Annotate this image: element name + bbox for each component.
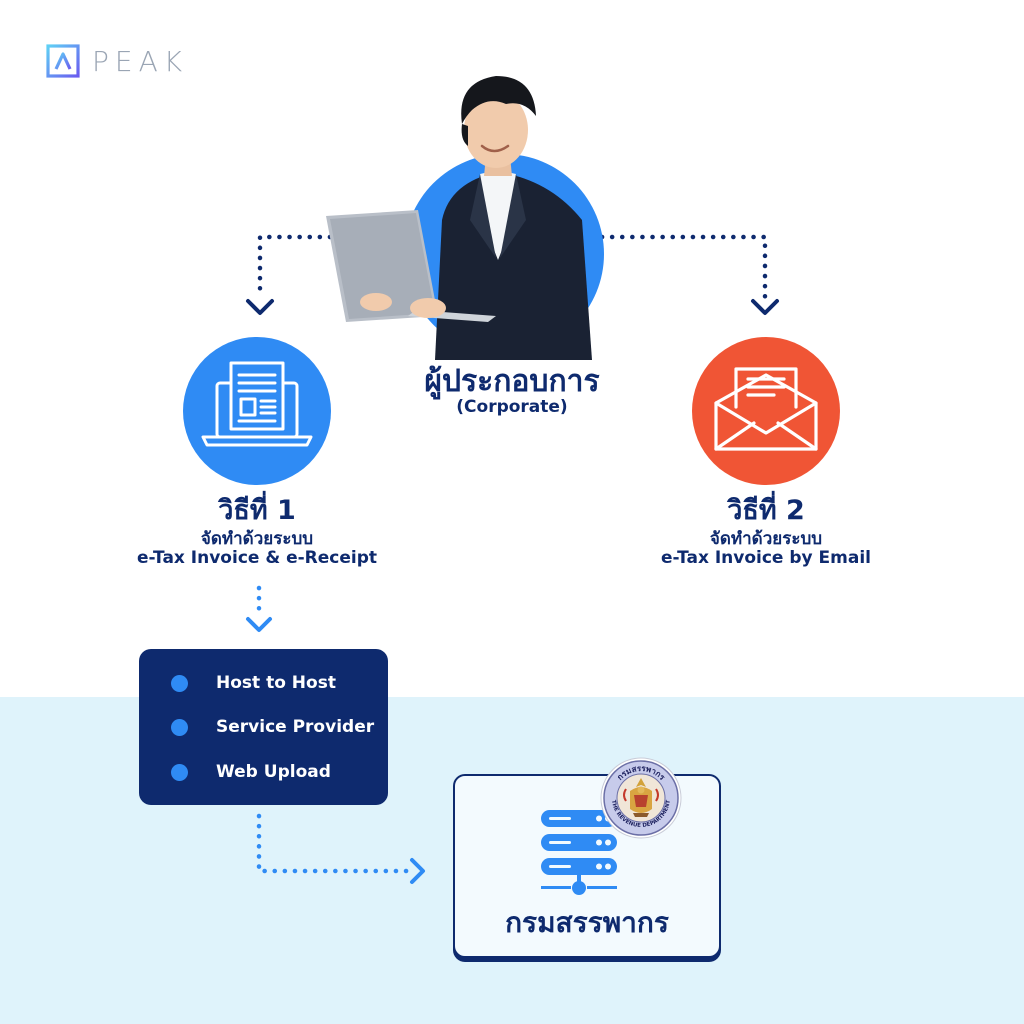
method2-line2: e-Tax Invoice by Email	[660, 548, 871, 568]
logo-text: PEAK	[92, 44, 189, 78]
revenue-department-seal: กรมสรรพากร THE REVENUE DEPARTMENT	[600, 757, 682, 839]
option-host-to-host: Host to Host	[171, 668, 336, 698]
option-label: Service Provider	[216, 717, 375, 737]
businessman-with-laptop	[326, 76, 604, 360]
corporate-subtitle: (Corporate)	[456, 397, 568, 417]
arrow-right-icon	[410, 858, 425, 884]
bullet-dot-icon	[171, 674, 188, 692]
peak-logo: PEAK	[46, 44, 188, 78]
server-stack-icon	[541, 810, 617, 895]
arrow-down-icon	[246, 299, 274, 315]
revenue-department-label: กรมสรรพากร	[505, 906, 669, 939]
peak-logo-icon	[46, 44, 80, 78]
arrow-down-icon	[751, 299, 779, 315]
option-label: Host to Host	[216, 673, 336, 693]
connector-corporate-to-method1	[257, 234, 333, 301]
connector-options-to-revenue	[256, 813, 415, 874]
connector-corporate-to-method2	[599, 234, 768, 301]
method2-line1: จัดทำด้วยระบบ	[709, 529, 823, 549]
laptop-document-icon	[201, 361, 313, 447]
method1-circle	[183, 337, 331, 485]
submission-options-box: Host to Host Service Provider Web Upload	[139, 649, 388, 805]
method2-circle	[692, 337, 840, 485]
method1-title: วิธีที่ 1	[218, 495, 296, 526]
email-envelope-icon	[714, 367, 818, 451]
option-web-upload: Web Upload	[171, 757, 331, 787]
method1-line1: จัดทำด้วยระบบ	[200, 529, 314, 549]
corporate-title: ผู้ประกอบการ	[424, 364, 600, 399]
option-service-provider: Service Provider	[171, 712, 374, 742]
bullet-dot-icon	[171, 763, 188, 781]
bullet-dot-icon	[171, 718, 188, 736]
arrow-down-icon	[246, 617, 272, 632]
method2-title: วิธีที่ 2	[727, 495, 805, 526]
method1-line2: e-Tax Invoice & e-Receipt	[136, 548, 378, 568]
option-label: Web Upload	[216, 762, 331, 782]
